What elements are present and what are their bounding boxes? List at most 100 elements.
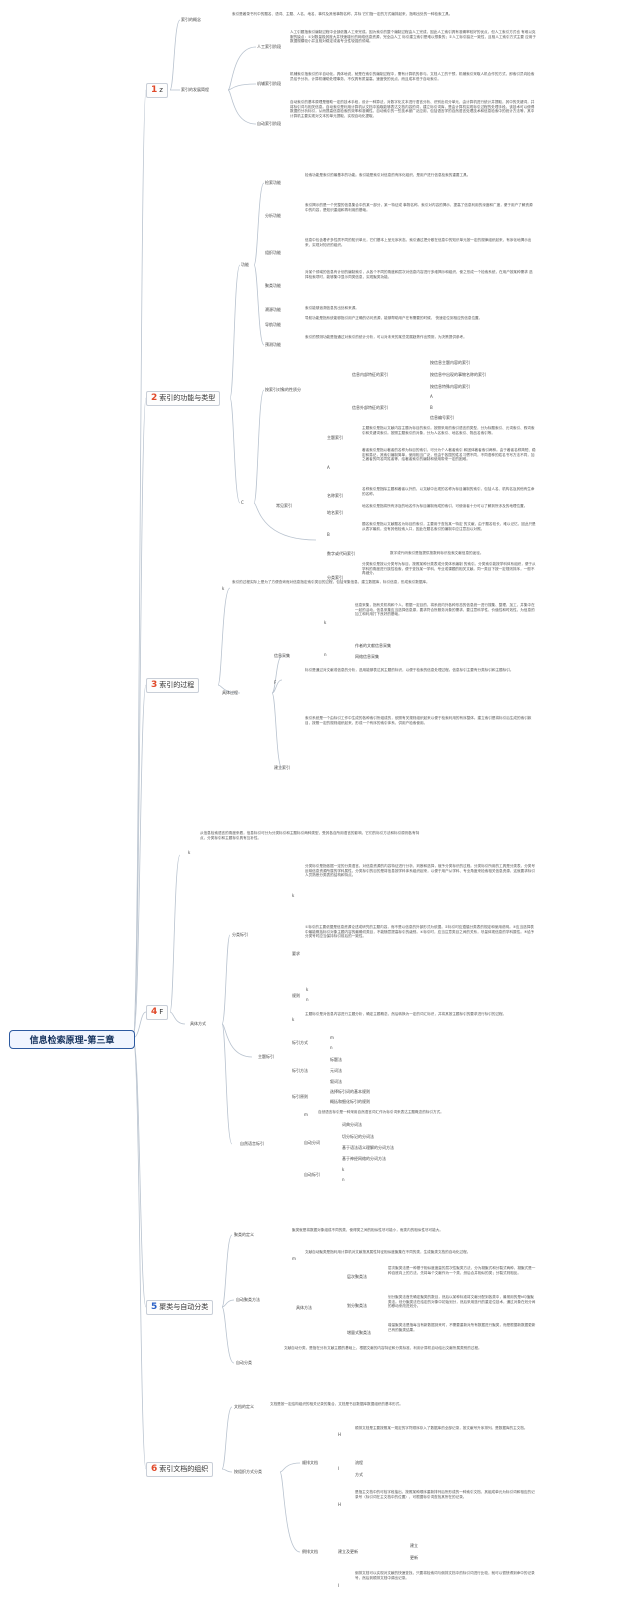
auto-cluster-node[interactable]: 自动聚类方法 [236,1297,260,1302]
func-item-5[interactable]: 导航功能 [265,322,281,327]
manual-node[interactable]: 人工索引阶段 [257,44,281,49]
seq-I-item-0[interactable]: 流程 [355,1460,363,1465]
internal-item-1[interactable]: 按信息中出现的事物名称的索引 [430,372,486,377]
rule-node[interactable]: 规则 [292,993,300,998]
common-item-0[interactable]: 主题索引 [327,435,343,440]
class-k-node[interactable]: k [292,893,295,898]
subject-method-node[interactable]: 标引方法 [292,1068,308,1073]
auto-category-text: 文献自动分类，是指在分析文献主题的基础上，根据文献的内容特征和分类标准，利用计算… [284,1346,482,1350]
subject-principle-item-0[interactable]: 选择标引词的基本规则 [330,1089,370,1094]
subject-method-item-2[interactable]: 叙词法 [330,1079,342,1084]
class-index-node[interactable]: 分类标引 [232,932,248,937]
inv-build-node[interactable]: 建立及更新 [338,1549,358,1554]
natural-m-node[interactable]: m [304,1112,308,1117]
subject-method-item-0[interactable]: 标题法 [330,1057,342,1062]
seq-file-node[interactable]: 顺排文档 [302,1460,318,1465]
method-node[interactable]: 具体方式 [190,1021,206,1026]
method-item-1[interactable]: 划分聚类法 [347,1303,367,1308]
func-item-1[interactable]: 分析功能 [265,213,281,218]
subject-k-node[interactable]: k [292,1017,295,1022]
collect-n-node[interactable]: n [324,652,327,657]
auto-seg-item-2[interactable]: 基于语法语义理解的分词方法 [342,1145,394,1150]
by-object-node[interactable]: 按索引对象的性质分 [265,387,301,392]
subject-index-node[interactable]: 主题标引 [258,1054,274,1059]
func-item-2[interactable]: 组织功能 [265,250,281,255]
function-node[interactable]: 功能 [241,262,249,267]
common-item-5[interactable]: 数字或代码索引 [327,551,355,556]
common-item-2[interactable]: 名称索引 [327,493,343,498]
common-item-3[interactable]: 地名索引 [327,510,343,515]
func-item-4[interactable]: 溯源功能 [265,307,281,312]
inv-H-node[interactable]: H [338,1502,342,1507]
org-node[interactable]: 按组织方式分类 [234,1469,262,1474]
cluster-def-node[interactable]: 聚类的定义 [234,1232,254,1237]
external-item-0[interactable]: A [430,394,433,399]
auto-extract-item-1[interactable]: n [342,1177,345,1182]
tag-k-node[interactable]: k [188,850,191,855]
subject-principle-item-1[interactable]: 概括和细化标引的规则 [330,1099,370,1104]
auto-category-node[interactable]: 自动分类 [236,1360,252,1365]
auto-node[interactable]: 自动索引阶段 [257,121,281,126]
doc-def-node[interactable]: 文档的定义 [234,1404,254,1409]
subject-method-item-1[interactable]: 元词法 [330,1068,342,1073]
build-node[interactable]: 建立索引 [274,765,290,770]
methods-node[interactable]: 具体方法 [296,1305,312,1310]
rule-item-1[interactable]: n [306,997,309,1002]
inv-file-node[interactable]: 倒排文档 [302,1549,318,1554]
external-item-2[interactable]: 信息编号索引 [430,415,454,420]
method-item-0[interactable]: 层次聚类法 [347,1274,367,1279]
func-item-3[interactable]: 聚类功能 [265,283,281,288]
internal-item-2[interactable]: 按信息特殊内容的索引 [430,384,470,389]
root-node[interactable]: 信息检索原理-第三章 [9,1030,135,1049]
external-item-1[interactable]: B [430,405,433,410]
internal-item-0[interactable]: 按信息主题内容的索引 [430,360,470,365]
auto-cluster-m-node[interactable]: m [292,1256,296,1261]
process-k-node[interactable]: k [222,586,225,591]
collect-sub-1[interactable]: 网络信息采集 [355,654,379,659]
natural-index-node[interactable]: 自然语言标引 [240,1141,264,1146]
subject-principle-node[interactable]: 标引原则 [292,1094,308,1099]
internal-node[interactable]: 信息内部特征的索引 [352,372,388,377]
concept-node[interactable]: 索引的概念 [181,17,201,22]
func-item-0[interactable]: 检索功能 [265,180,281,185]
auto-seg-item-3[interactable]: 基于神经网络的分词方法 [342,1156,386,1161]
auto-seg-item-0[interactable]: 词典分词法 [342,1122,362,1127]
common-item-4[interactable]: B [327,532,330,537]
collect-sub-0[interactable]: 作者的文献信息采集 [355,643,391,648]
subject-type-node[interactable]: 标引方式 [292,1040,308,1045]
history-node[interactable]: 索引的发展简程 [181,87,209,92]
external-node[interactable]: 信息外部特征的索引 [352,405,388,410]
requirement-node[interactable]: 要求 [292,951,300,956]
inv-build-item-0[interactable]: 建立 [410,1543,418,1548]
seq-I-node[interactable]: I [338,1466,340,1471]
seq-H-node[interactable]: H [338,1432,342,1437]
common-item-6[interactable]: 分类索引 [327,575,343,580]
collect-k-node[interactable]: k [324,620,327,625]
subject-type-item-0[interactable]: m [330,1035,334,1040]
seq-I-item-1[interactable]: 方式 [355,1472,363,1477]
inv-I-node[interactable]: I [338,1583,340,1588]
auto-seg-item-1[interactable]: 切分标记的分词法 [342,1134,374,1139]
index-F-node[interactable]: F [274,680,277,685]
auto-extract-node[interactable]: 自动标引 [304,1172,320,1177]
rule-item-0[interactable]: k [306,987,309,992]
collect-node[interactable]: 信息采集 [274,653,290,658]
common-node[interactable]: 常见索引 [276,503,292,508]
subject-type-item-1[interactable]: n [330,1045,333,1050]
procedure-node[interactable]: 具体过程 [222,690,238,695]
auto-seg-node[interactable]: 自动分词 [304,1140,320,1145]
machine-node[interactable]: 机辅索引阶段 [257,81,281,86]
common-item-1[interactable]: A [327,465,330,470]
method-item-2[interactable]: 增量式聚类法 [347,1330,371,1335]
auto-extract-item-0[interactable]: k [342,1167,345,1172]
inv-build-item-1[interactable]: 更新 [410,1555,418,1560]
func-item-6[interactable]: 预测功能 [265,342,281,347]
type-node[interactable]: C [241,500,244,505]
